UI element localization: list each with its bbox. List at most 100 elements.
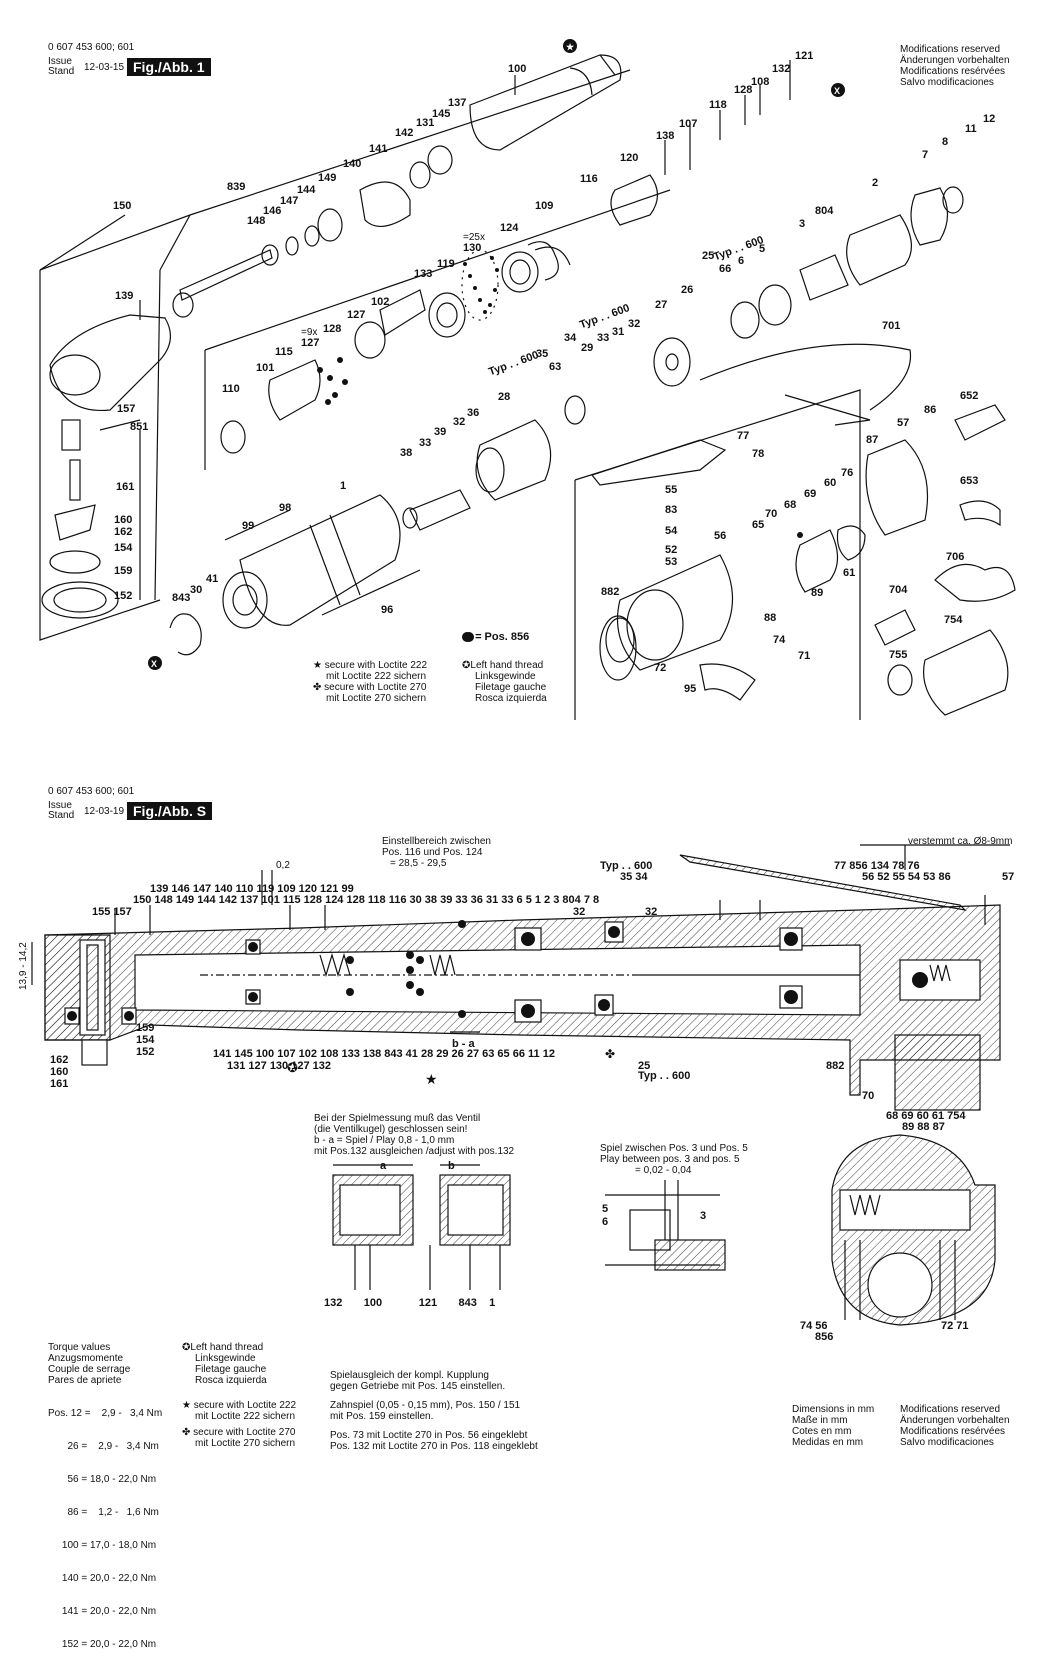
callout-145: 145 — [432, 108, 451, 120]
sec-top-left: 155 157 — [92, 906, 132, 918]
callout-61: 61 — [843, 567, 856, 579]
torque-row: 141 = 20,0 - 22,0 Nm — [48, 1606, 157, 1617]
callout-127a: 127 — [347, 309, 366, 321]
callout-149: 149 — [318, 172, 337, 184]
callout-71: 71 — [798, 650, 811, 662]
loctite-270-legend-bottom: ✤ secure with Loctite 270 mit Loctite 27… — [182, 1427, 296, 1449]
sec-right-top-2: 56 52 55 54 53 86 — [862, 871, 951, 883]
callout-31: 31 — [612, 326, 625, 338]
sectional-drawing: ★ ✪ ✤ — [31, 844, 1010, 1326]
callout-77: 77 — [737, 430, 750, 442]
callout-704: 704 — [889, 584, 908, 596]
callout-39: 39 — [434, 426, 447, 438]
callout-65: 65 — [752, 519, 765, 531]
callout-152: 152 — [114, 590, 133, 602]
sec-bottom-row-2: 131 127 130 127 132 — [227, 1060, 331, 1072]
modifications-notice-top: Modifications reserved Änderungen vorbeh… — [900, 44, 1010, 88]
torque-row: 140 = 20,0 - 22,0 Nm — [48, 1573, 157, 1584]
callout-11: 11 — [965, 123, 977, 135]
callout-146: 146 — [263, 205, 282, 217]
callout-160: 160 — [114, 514, 133, 526]
callout-115: 115 — [275, 346, 293, 358]
callout-101: 101 — [256, 362, 275, 374]
callout-41: 41 — [206, 573, 219, 585]
play-note: Spiel zwischen Pos. 3 und Pos. 5 Play be… — [600, 1143, 748, 1176]
callout-128: 128 — [734, 84, 753, 96]
sec-right-bottom-1: 68 69 60 61 754 — [886, 1110, 966, 1122]
callout-3: 3 — [799, 218, 806, 230]
callout-882: 882 — [601, 586, 620, 598]
star-icon: ★ — [182, 1400, 191, 1411]
dim-b-a: b - a — [452, 1038, 475, 1050]
lh-thread-icon: ✪ — [462, 660, 471, 671]
sec-right-top-1: 77 856 134 78 76 — [834, 860, 920, 872]
sec-typ-bottom: Typ . . 600 — [638, 1070, 691, 1082]
mod-line-fr: Modifications resérvées — [900, 66, 1006, 77]
callout-7: 7 — [922, 149, 929, 161]
doc-number-bottom: 0 607 453 600; 601 — [48, 786, 135, 797]
callout-142: 142 — [395, 127, 414, 139]
callout-161: 161 — [116, 481, 135, 493]
sec-typ-top: Typ . . 600 — [600, 860, 653, 872]
callout-63: 63 — [549, 361, 562, 373]
doc-number-top: 0 607 453 600; 601 — [48, 42, 135, 53]
callout-144: 144 — [297, 184, 316, 196]
callout-35: 35 — [536, 348, 549, 360]
callout-33b: 33 — [597, 332, 610, 344]
lh-star-icon: ★ — [566, 42, 575, 52]
callout-120: 120 — [620, 152, 639, 164]
callout-68: 68 — [784, 499, 797, 511]
callout-70: 70 — [765, 508, 778, 520]
mod-line-de: Änderungen vorbehalten — [900, 55, 1010, 66]
callout-96: 96 — [381, 604, 394, 616]
callout-706: 706 — [946, 551, 965, 563]
star-icon: ★ — [313, 660, 322, 671]
pos-856-legend: = Pos. 856 — [462, 631, 529, 643]
callout-76: 76 — [841, 467, 854, 479]
callout-133: 133 — [414, 268, 433, 280]
mod-line-es: Salvo modificaciones — [900, 77, 994, 88]
loctite-222-legend-top: ★ secure with Loctite 222 mit Loctite 22… — [313, 660, 428, 704]
callout-154: 154 — [114, 542, 133, 554]
sec-bottom-far-left: 162 160 161 — [50, 1054, 69, 1090]
callout-32: 32 — [453, 416, 466, 428]
callout-57: 57 — [897, 417, 910, 429]
svg-text:X: X — [834, 86, 840, 96]
callout-139: 139 — [115, 290, 134, 302]
adjustment-notes: Spielausgleich der kompl. Kupplung gegen… — [330, 1370, 538, 1452]
callout-27: 27 — [655, 299, 668, 311]
svg-text:✤: ✤ — [605, 1047, 615, 1061]
callout-804: 804 — [815, 205, 834, 217]
callout-36: 36 — [467, 407, 480, 419]
callout-755: 755 — [889, 649, 908, 661]
sec-right-bottom-2: 89 88 87 — [902, 1121, 945, 1133]
callout-33: 33 — [419, 437, 432, 449]
figure-label-s: Fig./Abb. S — [127, 802, 213, 820]
issue-date: 12-03-15 — [84, 62, 125, 73]
callout-140: 140 — [343, 158, 362, 170]
callout-127b: 127 — [301, 337, 320, 349]
callout-9x: =9x — [301, 327, 318, 338]
callout-87: 87 — [866, 434, 879, 446]
exploded-view-drawing: ★ X X — [39, 39, 1016, 720]
sec-882: 882 — [826, 1060, 845, 1072]
callout-653: 653 — [960, 475, 979, 487]
callout-99: 99 — [242, 520, 255, 532]
callout-754: 754 — [944, 614, 963, 626]
callout-159: 159 — [114, 565, 133, 577]
callout-54: 54 — [665, 525, 678, 537]
callout-66: 66 — [719, 263, 732, 275]
callout-839: 839 — [227, 181, 246, 193]
callout-110: 110 — [222, 383, 240, 395]
callout-2: 2 — [872, 177, 879, 189]
valve-72-71: 72 71 — [941, 1320, 969, 1332]
callout-107: 107 — [679, 118, 698, 130]
sec-25: 25 — [638, 1060, 651, 1072]
callout-6: 6 — [738, 255, 745, 267]
svg-text:✪: ✪ — [287, 1060, 298, 1075]
callout-69: 69 — [804, 488, 817, 500]
dim-height: 13,9 - 14,2 — [18, 942, 29, 990]
cross-icon: ✤ — [313, 682, 322, 693]
callout-25x: =25x — [463, 232, 485, 243]
play-6: 6 — [602, 1216, 609, 1228]
